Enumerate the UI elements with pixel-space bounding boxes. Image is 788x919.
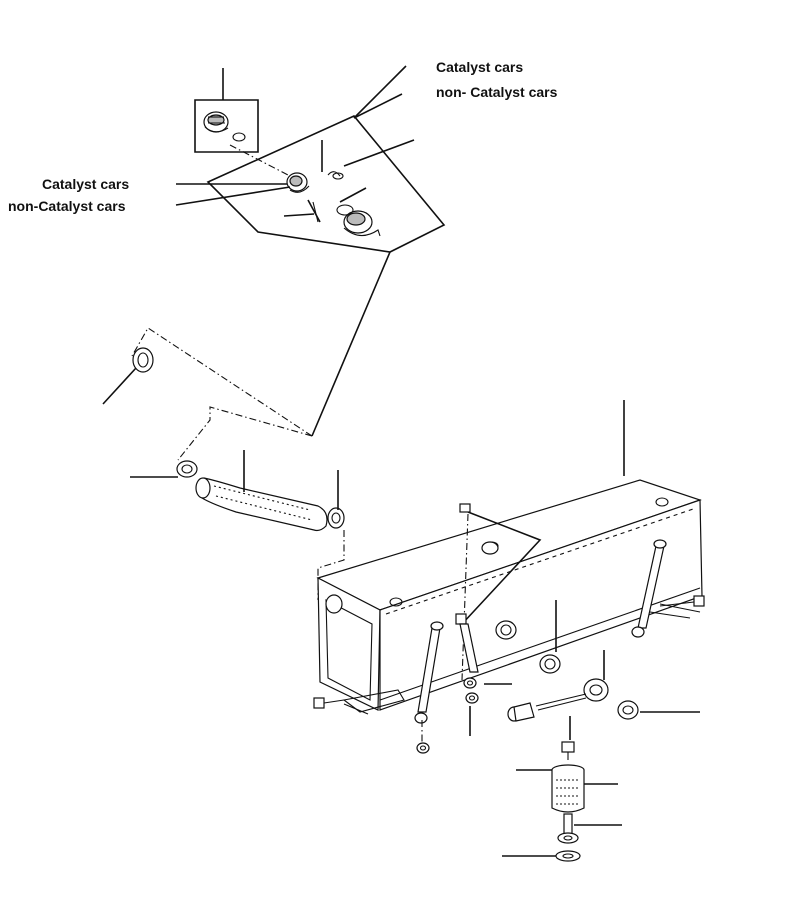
leader-non-catalyst-top xyxy=(353,93,403,119)
hose-dashed-path-b xyxy=(131,327,313,437)
leader-clip-right xyxy=(343,139,415,167)
sender-lock-ring xyxy=(617,700,639,720)
filler-cap xyxy=(203,111,229,133)
detail-to-hose-line xyxy=(311,251,391,437)
tank-bolt-left xyxy=(313,697,345,709)
strap-nut-left xyxy=(416,742,430,754)
bracket-right-lip xyxy=(649,611,691,619)
tank-strap-right xyxy=(631,539,667,638)
leader-catalyst-top xyxy=(353,65,407,119)
filler-neck-non-catalyst xyxy=(343,210,381,237)
leader-pin xyxy=(283,213,315,217)
label-non-catalyst-cars-left: non-Catalyst cars xyxy=(8,198,126,214)
drain-strainer xyxy=(551,764,585,813)
bracket-right xyxy=(659,603,701,613)
strap-stud-mid xyxy=(455,613,467,625)
fuel-tank xyxy=(316,479,703,711)
tank-strap-left xyxy=(414,621,444,724)
hose-dashed-path-a xyxy=(177,406,313,461)
bracket-left-lip xyxy=(343,703,369,715)
tank-end-inner xyxy=(325,599,373,701)
hose-clamp-right xyxy=(327,507,345,529)
filler-grommet xyxy=(132,347,154,373)
vent-pin xyxy=(312,201,319,223)
leader-grommet xyxy=(102,367,137,405)
tank-boss-2 xyxy=(655,497,669,507)
small-clip xyxy=(327,171,341,177)
tank-vent-fitting xyxy=(481,541,499,555)
hose-clamp-left xyxy=(176,460,198,478)
label-non-catalyst-cars-top: non- Catalyst cars xyxy=(436,84,558,100)
detail-diamond-outline xyxy=(206,115,446,253)
strap-dashed-axis xyxy=(461,513,469,681)
label-catalyst-cars-left: Catalyst cars xyxy=(42,176,129,192)
leader-seal xyxy=(339,187,367,203)
dash-pin xyxy=(307,199,321,223)
fuel-gauge-sender xyxy=(535,678,609,711)
tank-top-seam xyxy=(385,507,697,615)
drain-plug xyxy=(561,741,575,760)
tank-boss-1 xyxy=(389,597,403,607)
filler-cap-detail-group xyxy=(175,65,446,253)
strap-stud-top xyxy=(459,503,471,513)
sender-gasket xyxy=(539,654,561,674)
tank-filler-port xyxy=(325,594,343,614)
leader-non-catalyst-left xyxy=(175,186,291,206)
tank-sender-port xyxy=(495,620,517,640)
drain-bolt xyxy=(557,813,579,844)
cap-gasket xyxy=(232,132,246,142)
filler-hose xyxy=(195,477,328,532)
strap-nut-upper xyxy=(463,677,477,689)
cap-inset-box xyxy=(194,99,259,153)
strap-nut-lower xyxy=(465,692,479,704)
neck-seal xyxy=(336,204,354,216)
drain-washer xyxy=(555,850,581,862)
tank-strap-middle xyxy=(459,623,479,673)
strap-leader-triangle xyxy=(461,511,542,625)
label-catalyst-cars-top: Catalyst cars xyxy=(436,59,523,75)
fuel-pickup-filter xyxy=(507,702,535,722)
cap-axis xyxy=(229,144,291,177)
clip-ring xyxy=(332,172,344,180)
filler-neck-catalyst xyxy=(286,172,310,193)
